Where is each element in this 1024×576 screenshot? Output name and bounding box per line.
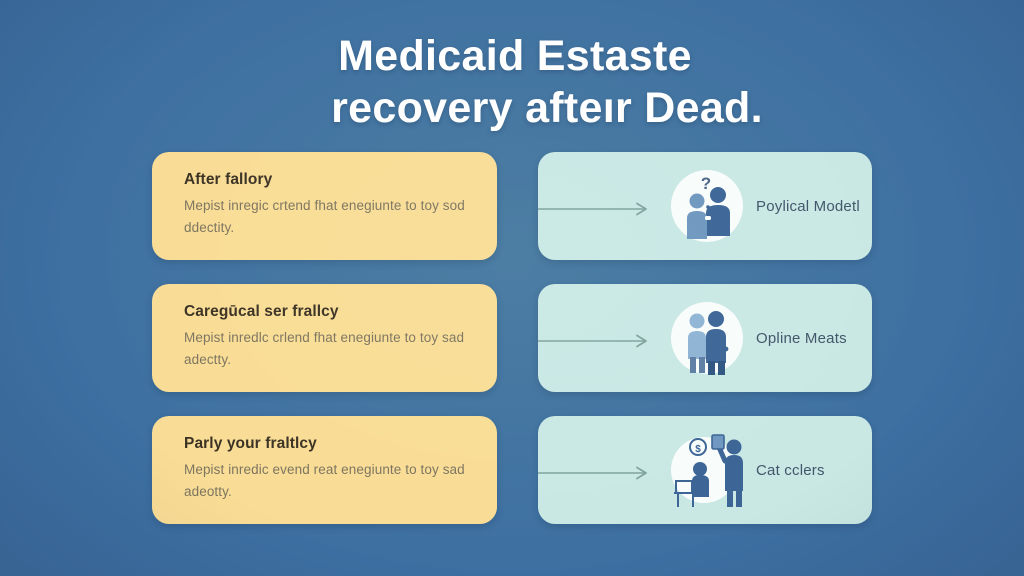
- outcome-card-label: Poylical Modetl: [756, 197, 860, 215]
- outcome-card-label: Cat cclers: [756, 461, 825, 479]
- step-card-left[interactable]: Parly your fraltlcy Mepist inredic evend…: [152, 416, 497, 524]
- outcome-card-right[interactable]: ? Poylical Modetl: [538, 152, 872, 260]
- arrow-right-icon: [538, 202, 647, 216]
- arrow-right-icon: [538, 334, 647, 348]
- outcome-card-right[interactable]: $ Cat cclers: [538, 416, 872, 524]
- step-card-body: Mepist inredic evend reat enegiunte to t…: [184, 462, 465, 499]
- svg-text:?: ?: [701, 174, 711, 193]
- step-card-body: Mepist inregic crtend fhat enegiunte to …: [184, 198, 465, 235]
- row: After fallory Mepist inregic crtend fhat…: [0, 152, 1024, 260]
- step-card-left[interactable]: After fallory Mepist inregic crtend fhat…: [152, 152, 497, 260]
- step-card-left[interactable]: Caregūcal ser frallcy Mepist inredlc crl…: [152, 284, 497, 392]
- page-title: Medicaid Estaste recovery afteır Dead.: [0, 30, 1024, 134]
- desk-person-money-icon: $: [671, 434, 743, 507]
- step-card-title: After fallory: [184, 171, 273, 188]
- step-card-body: Mepist inredlc crlend fhat enegiunte to …: [184, 330, 465, 367]
- step-card-title: Parly your fraltlcy: [184, 435, 317, 452]
- page-title-line-2: recovery afteır Dead.: [331, 84, 763, 132]
- two-people-standing-icon: [671, 302, 743, 375]
- step-card-title: Caregūcal ser frallcy: [184, 303, 339, 320]
- arrow-right-icon: [538, 466, 647, 480]
- outcome-card-right[interactable]: Opline Meats: [538, 284, 872, 392]
- two-people-question-icon: ?: [671, 170, 743, 242]
- rows-container: After fallory Mepist inregic crtend fhat…: [0, 152, 1024, 548]
- page-title-line-1: Medicaid Estaste: [338, 32, 692, 80]
- svg-text:$: $: [695, 444, 701, 455]
- outcome-card-label: Opline Meats: [756, 329, 847, 347]
- row: Parly your fraltlcy Mepist inredic evend…: [0, 416, 1024, 524]
- row: Caregūcal ser frallcy Mepist inredlc crl…: [0, 284, 1024, 392]
